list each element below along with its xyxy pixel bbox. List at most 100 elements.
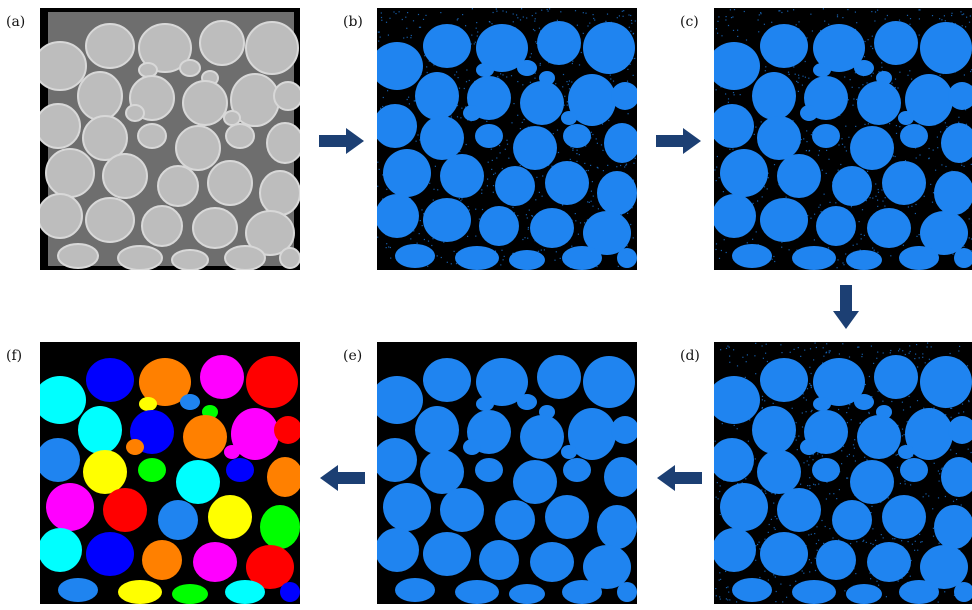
noise-speck	[742, 356, 744, 358]
grain	[714, 376, 760, 424]
noise-speck	[816, 526, 818, 528]
noise-speck	[877, 251, 879, 253]
noise-speck	[475, 27, 477, 29]
noise-speck	[745, 39, 748, 41]
noise-speck	[606, 13, 609, 15]
noise-speck	[715, 243, 718, 245]
noise-speck	[968, 237, 970, 239]
noise-speck	[924, 362, 926, 364]
noise-speck	[953, 594, 956, 596]
noise-speck	[921, 541, 923, 543]
grain	[757, 116, 801, 160]
noise-speck	[958, 412, 960, 414]
noise-speck	[736, 365, 739, 367]
noise-speck	[766, 360, 768, 363]
grain	[545, 161, 589, 205]
labeled-grain	[58, 578, 98, 602]
noise-speck	[781, 352, 783, 354]
noise-speck	[781, 241, 783, 243]
noise-speck	[630, 223, 632, 226]
noise-speck	[825, 352, 827, 354]
grain	[82, 115, 128, 161]
grain	[182, 80, 228, 126]
noise-speck	[967, 448, 969, 450]
noise-speck	[771, 21, 773, 23]
grain	[440, 154, 484, 198]
noise-speck	[963, 411, 965, 413]
noise-speck	[519, 165, 521, 167]
noise-speck	[754, 458, 756, 460]
grain	[899, 580, 939, 604]
grain	[583, 211, 631, 255]
noise-speck	[806, 460, 808, 462]
noise-speck	[813, 483, 815, 485]
noise-speck	[481, 189, 483, 191]
noise-speck	[377, 161, 379, 163]
noise-speck	[737, 35, 739, 37]
noise-speck	[838, 408, 840, 411]
noise-speck	[577, 233, 579, 235]
labeled-grain	[126, 439, 144, 455]
noise-speck	[969, 15, 971, 17]
noise-speck	[762, 357, 764, 359]
noise-speck	[519, 128, 521, 130]
noise-speck	[810, 385, 812, 387]
grain	[171, 249, 209, 270]
noise-speck	[775, 590, 777, 593]
noise-speck	[863, 539, 865, 541]
noise-speck	[855, 573, 857, 575]
noise-speck	[945, 414, 947, 416]
labeled-grain	[200, 355, 244, 399]
noise-speck	[907, 541, 909, 543]
noise-speck	[417, 134, 419, 136]
panel-e-cleaned-image	[377, 342, 637, 604]
noise-speck	[809, 348, 812, 350]
noise-speck	[814, 342, 816, 344]
noise-speck	[872, 197, 874, 199]
noise-speck	[793, 66, 795, 68]
noise-speck	[928, 358, 930, 360]
noise-speck	[432, 238, 434, 240]
noise-speck	[829, 350, 831, 352]
grain	[954, 248, 972, 268]
noise-speck	[804, 60, 806, 63]
grain	[245, 210, 295, 256]
noise-speck	[413, 100, 415, 102]
grain	[423, 24, 471, 68]
noise-speck	[473, 43, 475, 45]
noise-speck	[481, 208, 484, 211]
grain	[777, 154, 821, 198]
noise-speck	[773, 527, 775, 529]
noise-speck	[852, 244, 854, 246]
grain	[583, 545, 631, 589]
grain	[495, 166, 535, 206]
noise-speck	[747, 440, 749, 442]
noise-speck	[928, 495, 930, 497]
noise-speck	[590, 200, 592, 202]
noise-speck	[436, 255, 438, 257]
noise-speck	[810, 217, 812, 219]
noise-speck	[382, 198, 384, 200]
grain	[857, 81, 901, 125]
noise-speck	[969, 460, 971, 462]
noise-speck	[467, 206, 469, 208]
noise-speck	[930, 346, 932, 348]
noise-speck	[859, 422, 861, 424]
noise-speck	[902, 409, 905, 411]
noise-speck	[767, 177, 769, 179]
noise-speck	[793, 348, 795, 350]
grain	[561, 445, 577, 459]
noise-speck	[909, 23, 911, 25]
noise-speck	[922, 353, 924, 355]
noise-speck	[961, 25, 963, 27]
noise-speck	[887, 497, 889, 499]
noise-speck	[818, 483, 820, 485]
noise-speck	[499, 152, 501, 154]
noise-speck	[909, 18, 912, 20]
noise-speck	[968, 399, 970, 402]
noise-speck	[939, 18, 941, 20]
noise-speck	[944, 20, 946, 22]
noise-speck	[878, 584, 880, 586]
noise-speck	[894, 78, 897, 80]
noise-speck	[463, 87, 465, 90]
